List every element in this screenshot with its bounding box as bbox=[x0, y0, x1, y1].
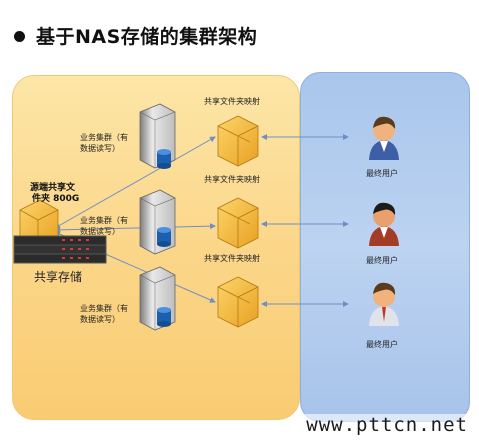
share-map-label-1: 共享文件夹映射 bbox=[204, 97, 260, 106]
user-icon-2 bbox=[369, 202, 399, 246]
user-label-2: 最终用户 bbox=[366, 256, 398, 265]
server-label-1-line2: 数据读写） bbox=[80, 144, 120, 153]
page-title: 基于NAS存储的集群架构 bbox=[36, 26, 258, 48]
server-icon-3 bbox=[139, 266, 176, 331]
user-links bbox=[261, 134, 349, 307]
share-map-label-2: 共享文件夹映射 bbox=[204, 175, 260, 184]
server-label-2-line2: 数据读写） bbox=[80, 227, 120, 236]
share-map-label-3: 共享文件夹映射 bbox=[204, 254, 260, 263]
server-label-3-line2: 数据读写） bbox=[80, 315, 120, 324]
user-label-1: 最终用户 bbox=[366, 169, 398, 178]
user-label-3: 最终用户 bbox=[366, 340, 398, 349]
server-label-3-line1: 业务集群（有 bbox=[80, 304, 128, 313]
user-icon-3 bbox=[369, 282, 399, 326]
storage-rack-icon bbox=[13, 235, 107, 264]
folder-box-icon-3 bbox=[217, 276, 259, 328]
folder-box-icon-1 bbox=[217, 115, 259, 167]
server-icon-1 bbox=[139, 103, 176, 169]
server-label-1-line1: 业务集群（有 bbox=[80, 133, 128, 142]
title-bullet bbox=[14, 31, 25, 42]
folder-box-icon-2 bbox=[217, 197, 259, 249]
source-share-label-line1: 源端共享文 bbox=[30, 183, 76, 193]
shared-storage-label: 共享存储 bbox=[34, 270, 83, 284]
database-icon-3 bbox=[157, 307, 171, 327]
source-storage bbox=[13, 199, 107, 264]
source-share-label-line2: 件夹 800G bbox=[32, 194, 80, 204]
user-icon-1 bbox=[369, 116, 399, 160]
database-icon-1 bbox=[157, 149, 171, 169]
server-icon-2 bbox=[139, 189, 176, 255]
database-icon-2 bbox=[157, 227, 171, 247]
server-label-2-line1: 业务集群（有 bbox=[80, 216, 128, 225]
watermark-text: www.pttcn.net bbox=[303, 414, 471, 436]
